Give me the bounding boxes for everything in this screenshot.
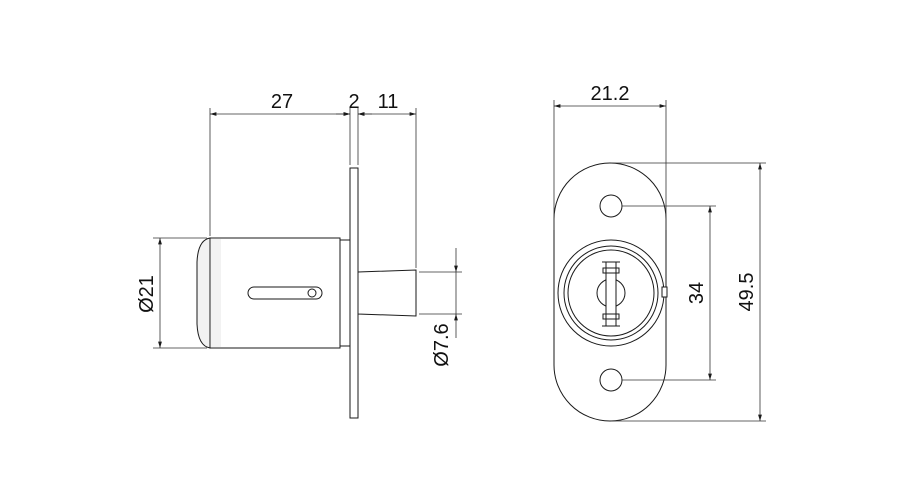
rear-cap — [196, 237, 211, 349]
dim-label-2: 2 — [348, 91, 359, 113]
dim-label-11: 11 — [378, 91, 399, 113]
dim-label-dia21: Ø21 — [136, 275, 158, 313]
front-view: 21.2 34 49.5 — [553, 83, 766, 422]
dim-label-49-5: 49.5 — [736, 273, 758, 312]
flange-neck — [339, 239, 351, 347]
body-shade — [211, 239, 221, 347]
keyway-ward-top — [602, 267, 620, 274]
cylinder-ring-3 — [567, 249, 655, 337]
cylinder-ring-2 — [563, 245, 659, 341]
dim-label-27: 27 — [271, 91, 293, 113]
side-notch — [661, 286, 668, 298]
slot-pin — [307, 288, 317, 298]
dim-label-21-2: 21.2 — [591, 83, 630, 105]
dim-label-dia76: Ø7.6 — [431, 323, 453, 366]
dim-label-34: 34 — [686, 282, 708, 304]
flange-plate — [349, 167, 359, 419]
plunger — [357, 269, 417, 317]
body-slot — [247, 286, 323, 300]
side-view: 27 2 11 Ø21 Ø7.6 — [136, 91, 462, 419]
keyway-slot — [605, 261, 617, 327]
keyway-ward-bottom — [602, 313, 620, 320]
